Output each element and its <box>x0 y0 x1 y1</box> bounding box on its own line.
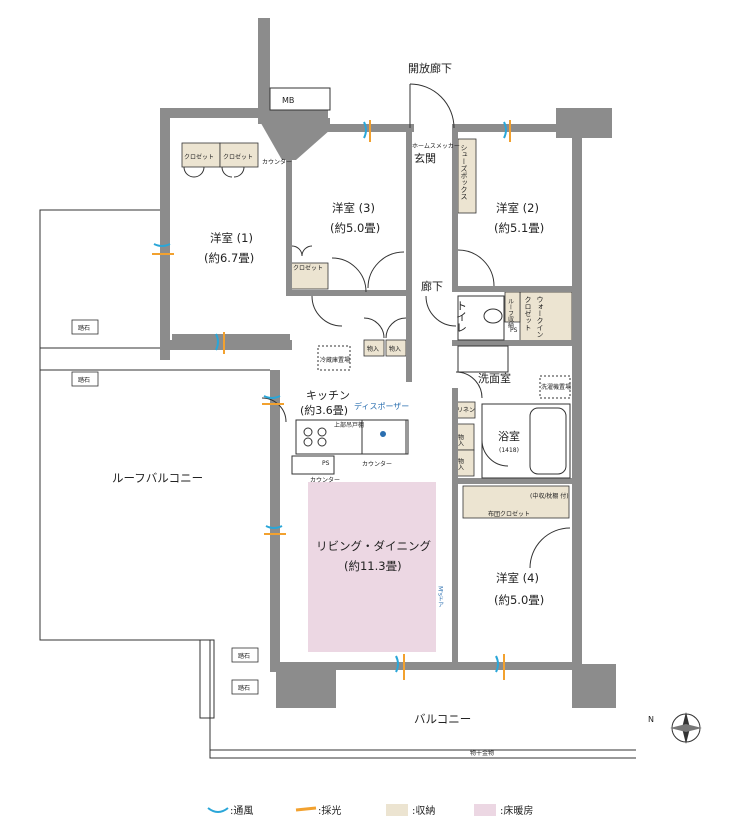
compass-icon <box>670 712 702 744</box>
room-west1-name: 洋室 (1) <box>210 231 253 245</box>
room-west4-name: 洋室 (4) <box>496 571 539 585</box>
walkin-closet-label: クロゼット <box>524 296 532 331</box>
legend-floor-heating: :床暖房 <box>474 802 533 817</box>
stepping-stones <box>71 319 259 695</box>
entrance-label: 玄関 <box>414 151 436 165</box>
roof-balcony-label: ルーフバルコニー <box>112 471 203 485</box>
home-smoker-label: ホームスメッカー <box>412 143 460 150</box>
toilet-label: トイレ <box>455 300 468 333</box>
open-corridor-label: 開放廊下 <box>408 61 452 75</box>
room-west3-size: (約5.0畳) <box>330 221 380 235</box>
counter-label: カウンター <box>262 158 292 166</box>
floor-heating-swatch <box>474 803 496 816</box>
legend-floor-heating-label: :床暖房 <box>500 806 534 817</box>
legend-storage: :収納 <box>386 802 435 817</box>
bathroom-label: 浴室 <box>498 429 520 443</box>
legend-ventilation: :通風 <box>206 802 253 817</box>
floor-heating-area <box>308 482 436 652</box>
legend: :通風 :採光 :収納 :床暖房 <box>0 800 740 824</box>
living-label: リビング・ダイニング <box>316 539 431 553</box>
storage-in-label-1: 物入 <box>367 345 379 353</box>
stepping-stone-label-2: 踏石 <box>78 376 90 384</box>
disposer-label: ディスポーザー <box>354 401 409 411</box>
storage-in-label-4: 物入 <box>457 457 464 470</box>
stepping-stone-label-4: 踏石 <box>238 684 250 692</box>
kitchen-label: キッチン <box>306 389 350 402</box>
mid-shelf-label: (中収/枕棚 付) <box>530 492 569 500</box>
compass-north-label: N <box>648 715 654 724</box>
ventilation-icon <box>207 806 229 813</box>
mb-label: MB <box>282 96 294 105</box>
closet-label-1a: クロゼット <box>184 153 214 161</box>
closet-label-3: クロゼット <box>293 264 323 272</box>
ventilation-daylight-marks <box>152 120 511 680</box>
upper-cabinet-label: 上部吊戸棚 <box>334 421 364 429</box>
kitchen-counter-label: カウンター <box>362 460 392 468</box>
stepping-stone-label-1: 踏石 <box>78 324 90 332</box>
legend-storage-label: :収納 <box>412 806 436 817</box>
hallway-label: 廊下 <box>421 279 443 293</box>
shoe-box-label: シューズボックス <box>460 144 468 200</box>
legend-daylight-label: :採光 <box>318 806 342 817</box>
storage-in-label-2: 物入 <box>389 345 401 353</box>
fridge-label: 冷蔵庫置場 <box>320 356 350 364</box>
futon-closet-label: 布団クロゼット <box>488 510 530 518</box>
room-west2-size: (約5.1畳) <box>494 221 544 235</box>
washer-label: 洗濯機置場 <box>541 383 571 391</box>
walkin-small-label: ルーフ収納 <box>507 298 514 329</box>
storage-swatch <box>386 803 408 816</box>
storage-in-label-3: 物入 <box>457 433 464 446</box>
living-size-label: (約11.3畳) <box>344 559 402 573</box>
linen-label: リネン <box>457 407 475 414</box>
kitchen-ps-label: PS <box>322 460 330 467</box>
balcony-label: バルコニー <box>414 712 471 726</box>
room-west2-name: 洋室 (2) <box>496 201 539 215</box>
room-west3-name: 洋室 (3) <box>332 201 375 215</box>
ps-label: PS <box>510 327 518 334</box>
walls <box>160 18 616 708</box>
drying-label: 物干金物 <box>470 749 494 757</box>
stepping-stone-label-3: 踏石 <box>238 652 250 660</box>
outlines <box>39 83 636 759</box>
room-west4-size: (約5.0畳) <box>494 593 544 607</box>
lower-counter-label: カウンター <box>310 476 340 484</box>
legend-ventilation-label: :通風 <box>230 806 254 817</box>
room-west1-size: (約6.7畳) <box>204 251 254 265</box>
closet-label-1b: クロゼット <box>223 153 253 161</box>
bath-size-label: (1418) <box>499 447 519 454</box>
disposer-marker <box>380 431 386 437</box>
legend-daylight: :採光 <box>294 802 341 817</box>
washroom-label: 洗面室 <box>478 371 511 385</box>
walkin-label: ウォークイン <box>536 296 544 338</box>
ms-door-label: M'sドア <box>437 586 444 608</box>
kitchen-size-label: (約3.6畳) <box>300 403 348 417</box>
daylight-icon <box>295 806 317 811</box>
